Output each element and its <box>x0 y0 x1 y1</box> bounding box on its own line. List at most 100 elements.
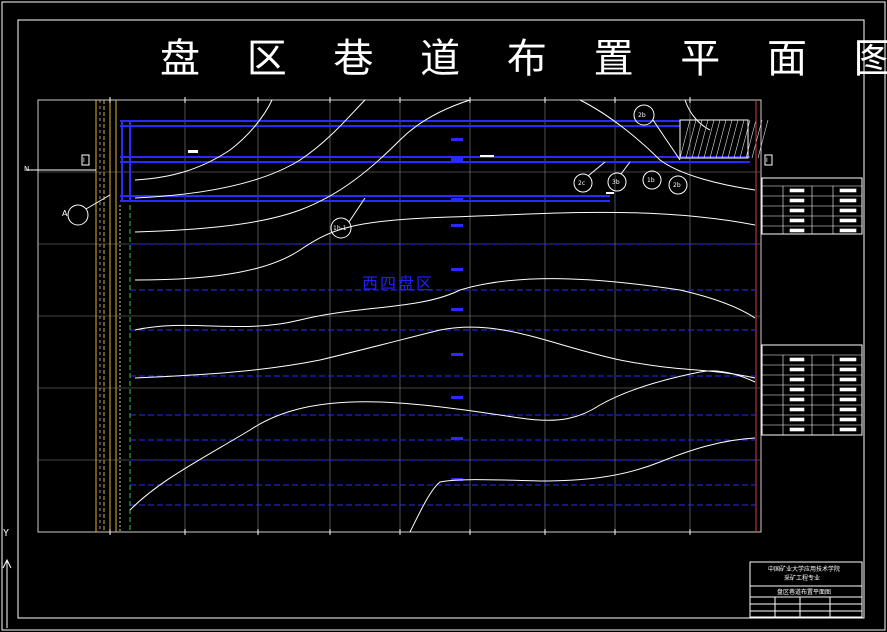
contour-8 <box>409 437 756 533</box>
goaf-block <box>679 119 769 159</box>
hatch-8 <box>727 119 739 159</box>
dashed-roadways <box>130 243 755 506</box>
legend2-bar2-1 <box>839 367 857 372</box>
legend2-bar2-7 <box>839 427 857 432</box>
callout-circle-3 <box>607 172 627 192</box>
shaft-column <box>95 100 131 532</box>
legend2-bar2-4 <box>839 397 857 402</box>
center-marker-2 <box>451 198 463 201</box>
ucs-y-label: Y <box>3 528 10 539</box>
callout-label-5: 2b <box>673 182 681 189</box>
legend2-bar-5 <box>789 407 805 412</box>
center-marker-4 <box>451 268 463 271</box>
legend2-bar2-0 <box>839 357 857 362</box>
legend2-bar2-3 <box>839 387 857 392</box>
contour-4 <box>134 211 756 281</box>
center-marker-6 <box>451 353 463 356</box>
contour-5 <box>134 278 756 331</box>
legend2-bar-1 <box>789 367 805 372</box>
legend-table-2 <box>761 344 863 436</box>
marker-a-circle <box>67 204 89 226</box>
legend1-bar2-1 <box>839 198 857 203</box>
legend1-bar-0 <box>789 188 805 193</box>
center-markers <box>451 138 463 481</box>
legend1-bar2-0 <box>839 188 857 193</box>
legend2-bar-4 <box>789 397 805 402</box>
title-block-school: 中国矿业大学应用技术学院 <box>768 566 841 573</box>
contour-lines <box>129 99 756 533</box>
hatch-1 <box>685 119 697 159</box>
callout-circle-4 <box>642 170 662 190</box>
callouts <box>67 104 688 239</box>
coordinate-grid <box>38 100 761 532</box>
legend2-bar-2 <box>789 377 805 382</box>
center-marker-8 <box>451 437 463 440</box>
hatch-12 <box>751 119 763 159</box>
hatch-0 <box>679 119 691 159</box>
contour-2 <box>134 99 366 199</box>
callout-label-2: 2c <box>578 180 586 187</box>
callout-circle-2 <box>573 173 593 193</box>
drawing-title: 盘 区 巷 道 布 置 平 面 图 <box>160 36 887 82</box>
hatch-5 <box>709 119 721 159</box>
marker-a: A <box>62 209 68 218</box>
callout-circle-6 <box>633 104 655 126</box>
legend1-bar-3 <box>789 218 805 223</box>
center-marker-3 <box>451 224 463 227</box>
callout-label-3: 3b <box>612 179 620 186</box>
legend2-bar2-2 <box>839 377 857 382</box>
inner-frame <box>17 19 865 619</box>
center-marker-9 <box>451 478 463 481</box>
hatch-13 <box>757 119 769 159</box>
section-mark <box>26 154 773 171</box>
ucs-icon <box>2 558 12 628</box>
legend2-bar-7 <box>789 427 805 432</box>
callout-label-4: 1b <box>647 177 655 184</box>
legend2-bar2-6 <box>839 417 857 422</box>
hatch-9 <box>733 119 745 159</box>
legend2-bar2-5 <box>839 407 857 412</box>
contour-9 <box>579 99 756 191</box>
hatch-10 <box>739 119 751 159</box>
callout-label-6: 2b <box>638 112 646 119</box>
hatch-3 <box>697 119 709 159</box>
callout-circle-5 <box>668 175 688 195</box>
legend1-bar2-2 <box>839 208 857 213</box>
contour-1 <box>134 99 273 181</box>
legend2-bar-3 <box>789 387 805 392</box>
center-marker-5 <box>451 308 463 311</box>
callout-label-1: 1b-1 <box>333 225 347 232</box>
title-block-drawing-name: 盘区巷道布置平面图 <box>777 589 832 596</box>
legend2-bar-6 <box>789 417 805 422</box>
roadway-marks <box>188 150 614 194</box>
hatch-11 <box>745 119 757 159</box>
hatch-4 <box>703 119 715 159</box>
section-mark-right: I <box>766 157 768 164</box>
legend1-bar-1 <box>789 198 805 203</box>
legend2-bar-0 <box>789 357 805 362</box>
legend1-bar2-4 <box>839 228 857 233</box>
title-block-major: 采矿工程专业 <box>784 575 821 582</box>
north-marker: N <box>24 165 30 173</box>
hatch-2 <box>691 119 703 159</box>
center-marker-7 <box>451 396 463 399</box>
hatch-7 <box>721 119 733 159</box>
contour-10 <box>684 99 711 131</box>
title-block <box>749 561 863 618</box>
contour-6 <box>134 326 756 379</box>
district-label: 西四盘区 <box>362 274 435 293</box>
center-marker-0 <box>451 138 463 141</box>
main-roadways <box>120 120 750 202</box>
contour-3 <box>134 99 471 233</box>
legend-table-1 <box>761 177 863 235</box>
legend1-bar-4 <box>789 228 805 233</box>
section-mark-left: I <box>83 157 85 164</box>
callout-circle-1 <box>330 217 352 239</box>
hatch-6 <box>715 119 727 159</box>
legend1-bar2-3 <box>839 218 857 223</box>
contour-7 <box>129 370 756 511</box>
center-marker-1 <box>451 158 463 161</box>
legend1-bar-2 <box>789 208 805 213</box>
